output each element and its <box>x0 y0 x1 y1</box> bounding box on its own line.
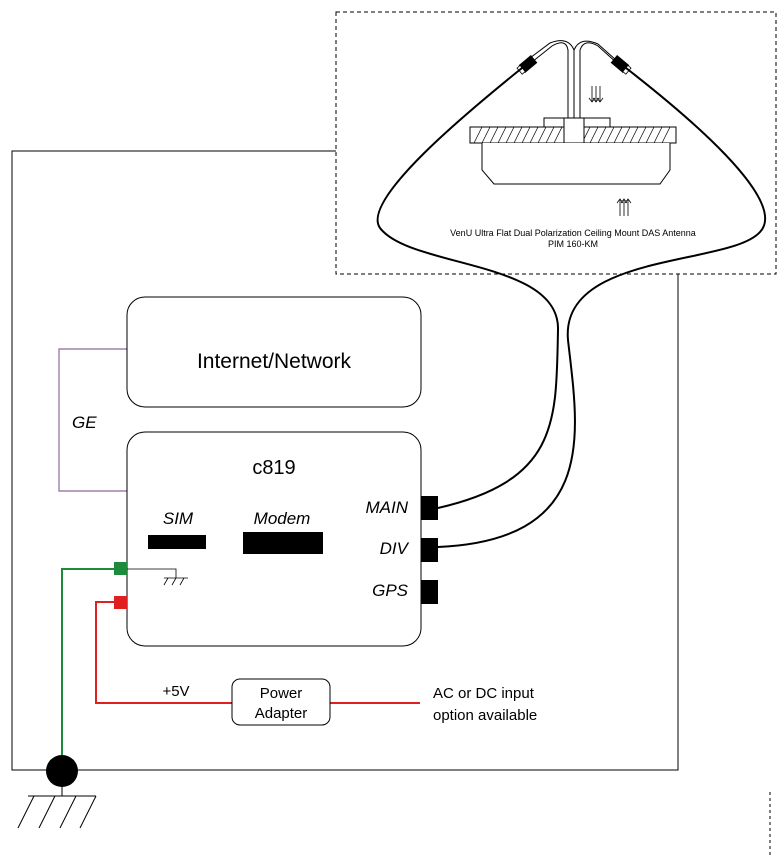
port-main-label: MAIN <box>366 498 409 517</box>
sim-label: SIM <box>163 509 194 528</box>
ge-label: GE <box>72 413 97 432</box>
modem-block <box>243 532 323 554</box>
ground-terminal <box>114 562 127 575</box>
sim-slot <box>148 535 206 549</box>
main-antenna-cable <box>376 67 560 509</box>
enclosure-outline <box>11 150 679 771</box>
input-option-line1: AC or DC input <box>433 685 535 702</box>
antenna-connector-left <box>516 55 538 75</box>
adapter-label-line2: Adapter <box>255 705 308 722</box>
port-div <box>421 538 438 562</box>
input-option-line2: option available <box>433 707 537 724</box>
internet-network-box <box>126 296 422 408</box>
ground-wire <box>61 568 114 770</box>
internet-network-label: Internet/Network <box>197 350 352 373</box>
antenna-region <box>335 11 777 275</box>
router-title: c819 <box>252 457 295 479</box>
port-gps <box>421 580 438 604</box>
port-gps-label: GPS <box>372 581 409 600</box>
antenna-name-line2: PIM 160-KM <box>548 239 598 249</box>
adapter-label-line1: Power <box>260 685 303 702</box>
modem-label: Modem <box>254 509 311 528</box>
down-arrows-icon <box>588 86 604 103</box>
ceiling-antenna <box>469 40 677 216</box>
port-main <box>421 496 438 520</box>
ge-network-link <box>58 348 127 492</box>
chassis-ground-icon <box>127 568 188 586</box>
antenna-name-line1: VenU Ultra Flat Dual Polarization Ceilin… <box>450 228 696 238</box>
up-arrows-icon <box>616 198 632 216</box>
power-terminal <box>114 596 127 609</box>
voltage-label: +5V <box>162 683 189 700</box>
earth-ground-icon <box>17 787 97 829</box>
div-antenna-cable <box>437 67 767 548</box>
port-div-label: DIV <box>380 539 410 558</box>
power-adapter-box <box>231 678 331 726</box>
power-wire <box>95 601 232 704</box>
earth-ground-node <box>46 755 78 787</box>
